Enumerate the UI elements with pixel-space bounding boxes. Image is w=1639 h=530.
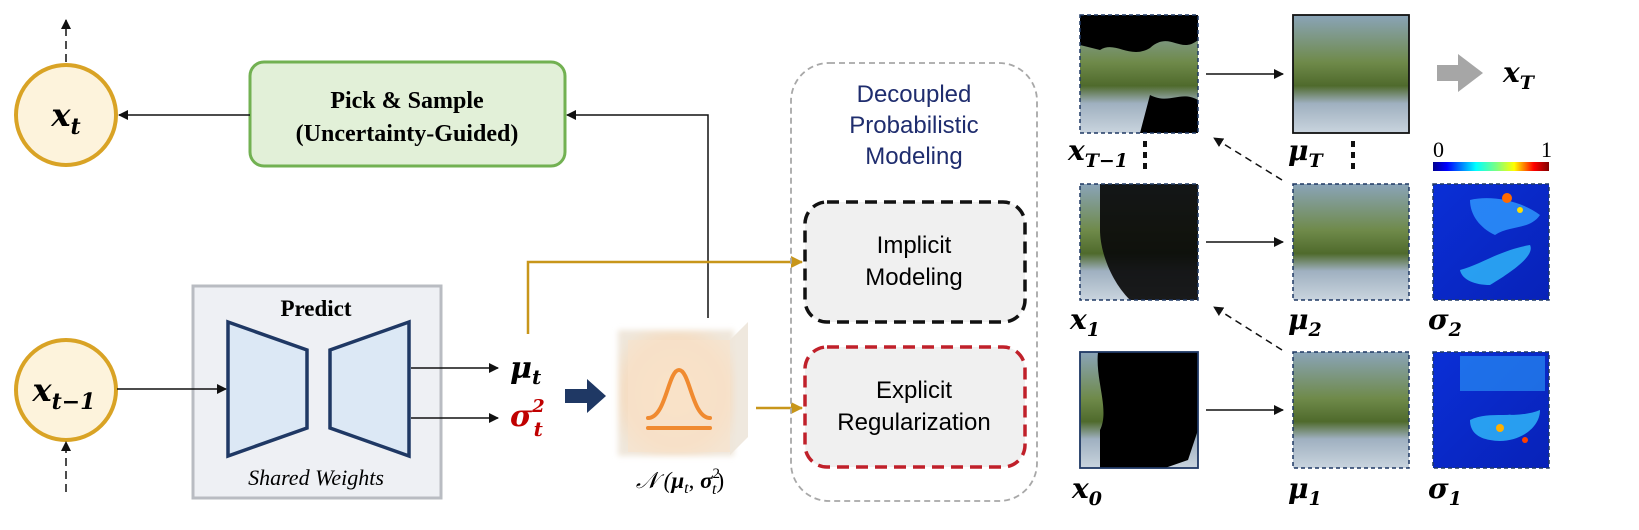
label-x-0-sub: 0 bbox=[1089, 488, 1102, 510]
label-mu-1: μ1 bbox=[1288, 472, 1322, 510]
label-sigma-1-base: σ bbox=[1428, 472, 1449, 505]
image-mu-2 bbox=[1292, 183, 1410, 301]
pick-sample-line1: Pick & Sample bbox=[330, 88, 484, 114]
label-x-T-minus-1-base: x bbox=[1067, 134, 1085, 167]
label-mu-T-sub: T bbox=[1309, 150, 1325, 172]
x-t-minus-1-base: x bbox=[32, 371, 53, 409]
label-x-1: x1 bbox=[1069, 303, 1100, 341]
label-x-0: x0 bbox=[1071, 472, 1102, 510]
image-mu-1 bbox=[1292, 351, 1410, 469]
x-t-minus-1-sub: t−1 bbox=[52, 389, 96, 415]
gaussian-label-mu: μ bbox=[670, 468, 684, 493]
explicit-regularization-box: Explicit Regularization bbox=[803, 345, 1027, 469]
label-sigma-1-sub: 1 bbox=[1449, 488, 1462, 510]
mu-1-to-x-1-dashed-arrow bbox=[1213, 306, 1283, 351]
image-sigma-2 bbox=[1432, 183, 1550, 301]
label-mu-T-base: μ bbox=[1288, 134, 1309, 167]
gaussian-cube bbox=[618, 322, 748, 456]
image-x-0 bbox=[1079, 351, 1199, 469]
image-x-T-minus-1 bbox=[1079, 14, 1199, 134]
encoder-trapezoid bbox=[226, 319, 309, 459]
mu-t-base: μ bbox=[510, 351, 532, 386]
explicit-line2: Regularization bbox=[837, 409, 990, 436]
sigma-t-sub: t bbox=[534, 417, 544, 441]
label-sigma-2: σ2 bbox=[1428, 303, 1462, 341]
gaussian-label-sigma: σ bbox=[700, 468, 713, 493]
predict-box: Predict Shared Weights bbox=[191, 284, 443, 500]
gaussian-label-comma: , bbox=[689, 468, 701, 493]
label-mu-1-base: μ bbox=[1288, 472, 1309, 505]
gaussian-label-prefix: 𝒩 ( bbox=[636, 468, 673, 493]
mu-t-output: μt bbox=[510, 351, 542, 389]
blue-thick-arrow bbox=[565, 379, 606, 413]
decoupled-title-line3: Modeling bbox=[865, 143, 962, 170]
implicit-line2: Modeling bbox=[865, 264, 962, 291]
label-sigma-2-sub: 2 bbox=[1448, 319, 1462, 341]
label-sigma-1: σ1 bbox=[1428, 472, 1462, 510]
gray-right-arrow-icon bbox=[1437, 54, 1483, 92]
sigma-t-sup: 2 bbox=[531, 396, 545, 417]
colorbar-min: 0 bbox=[1433, 137, 1444, 162]
label-mu-1-sub: 1 bbox=[1309, 488, 1322, 510]
svg-text:xt: xt bbox=[50, 96, 80, 140]
mu-2-to-x-T-minus-1-dashed-arrow bbox=[1213, 137, 1283, 181]
label-sigma-2-base: σ bbox=[1428, 303, 1449, 336]
pick-sample-box: Pick & Sample (Uncertainty-Guided) bbox=[248, 60, 567, 168]
mu-t-sub: t bbox=[532, 365, 542, 389]
image-sigma-1 bbox=[1432, 351, 1550, 469]
decoupled-panel: Decoupled Probabilistic Modeling Implici… bbox=[790, 62, 1038, 502]
decoder-trapezoid bbox=[328, 319, 411, 459]
gaussian-label-mu-sub: t bbox=[684, 480, 689, 497]
image-x-1 bbox=[1079, 183, 1199, 301]
node-x-t: xt bbox=[14, 63, 118, 167]
svg-text:xt−1: xt−1 bbox=[32, 371, 96, 415]
ellipsis-vertical-2 bbox=[1351, 141, 1355, 169]
gaussian-label-sigma-sup: 2 bbox=[712, 466, 720, 482]
label-x-T: xT bbox=[1502, 56, 1536, 94]
label-mu-T: μT bbox=[1288, 134, 1325, 172]
decoupled-title-line2: Probabilistic bbox=[849, 112, 978, 139]
label-x-T-minus-1: xT−1 bbox=[1067, 134, 1128, 172]
label-mu-2-sub: 2 bbox=[1308, 319, 1322, 341]
label-x-1-base: x bbox=[1069, 303, 1087, 336]
label-x-T-base: x bbox=[1502, 56, 1520, 89]
gaussian-curve-icon bbox=[646, 367, 712, 430]
label-mu-2: μ2 bbox=[1288, 303, 1322, 341]
gaussian-label-sigma-sub: t bbox=[712, 481, 717, 498]
node-x-t-minus-1: xt−1 bbox=[14, 338, 118, 442]
label-mu-2-base: μ bbox=[1288, 303, 1309, 336]
implicit-modeling-box: Implicit Modeling bbox=[803, 200, 1027, 324]
label-x-1-sub: 1 bbox=[1087, 319, 1100, 341]
label-x-T-sub: T bbox=[1520, 72, 1536, 94]
label-x-0-base: x bbox=[1071, 472, 1089, 505]
mu-to-implicit-arrow bbox=[526, 256, 803, 334]
x-t-base: x bbox=[50, 96, 71, 134]
x-t-sub: t bbox=[70, 114, 80, 140]
colorbar: 0 1 bbox=[1433, 137, 1552, 171]
implicit-line1: Implicit bbox=[877, 232, 952, 259]
image-mu-T bbox=[1292, 14, 1410, 134]
colorbar-max: 1 bbox=[1541, 137, 1552, 162]
pick-sample-line2: (Uncertainty-Guided) bbox=[296, 121, 519, 147]
decoupled-title-line1: Decoupled bbox=[857, 81, 972, 108]
predict-title: Predict bbox=[280, 296, 351, 321]
sigma-t-base: σ bbox=[510, 399, 533, 434]
ellipsis-vertical-1 bbox=[1143, 141, 1147, 169]
explicit-line1: Explicit bbox=[876, 377, 952, 404]
gaussian-to-pick-arrow bbox=[566, 110, 709, 318]
predict-caption: Shared Weights bbox=[248, 465, 384, 490]
label-x-T-minus-1-sub: T−1 bbox=[1085, 150, 1128, 172]
gaussian-label-suffix: ) bbox=[716, 468, 724, 493]
